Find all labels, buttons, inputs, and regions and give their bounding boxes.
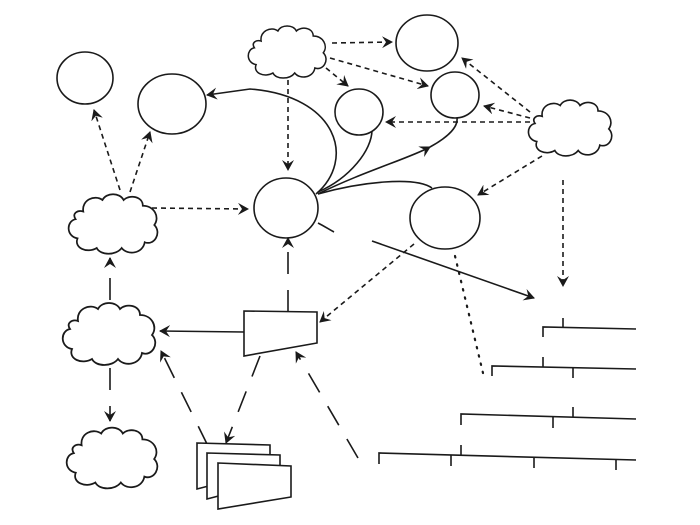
cloud-right	[527, 99, 613, 157]
circle-right-mid	[409, 186, 481, 250]
edge-page-stack-to-cloud-left-middle	[160, 350, 209, 447]
tree-2-bar	[491, 365, 637, 376]
tree-bracket-2	[491, 357, 637, 378]
tree-bracket-4	[378, 445, 637, 470]
edge-to-tree-1	[371, 240, 535, 301]
edge-cloud-left-upper-to-circle-top-left	[91, 109, 121, 191]
tree-bracket-1	[542, 318, 637, 337]
tree-3-bar	[460, 413, 637, 425]
circle-top-right	[395, 14, 459, 72]
tree-4-bar	[378, 452, 637, 464]
edge-trapezoid-to-cloud-left-middle	[159, 325, 245, 338]
edge-hub-to-circle-upper-mid-left	[206, 87, 338, 195]
edge-hub-to-circle-small-right-arrow	[317, 146, 431, 195]
circle-center-hub	[253, 177, 319, 239]
edge-hub-to-circle-right-mid	[317, 180, 433, 195]
edge-cloud-right-to-circle-top-right	[461, 57, 531, 113]
edge-hub-to-circle-small-center	[317, 129, 373, 193]
edge-trapezoid-to-page-stack	[224, 355, 261, 444]
cloud-left-bottom	[65, 426, 159, 490]
edge-small-right-tail	[429, 117, 458, 148]
edge-cloud-right-to-circle-small-right	[483, 102, 531, 119]
page-stack-sheet-3	[217, 462, 292, 510]
circle-small-right	[430, 71, 480, 119]
edge-cloud-top-to-circle-small-center	[325, 67, 349, 87]
cloud-left-upper	[67, 193, 159, 255]
edge-cloud-right-to-circle-right-mid	[477, 155, 543, 196]
edge-cloud-top-to-circle-small-right	[329, 57, 429, 90]
edge-circle-right-mid-to-trapezoid	[319, 243, 415, 323]
tree-bracket-3	[460, 407, 637, 428]
edge-tree-4-to-trapezoid	[295, 351, 359, 459]
edge-cloud-top-to-circle-top-right	[331, 36, 393, 49]
edge-circle-right-mid-to-tree-2	[453, 254, 485, 375]
edge-cloud-left-upper-to-circle-upper-mid-left	[129, 131, 153, 193]
page-stack	[196, 442, 292, 510]
circle-small-center	[334, 88, 384, 136]
edge-cloud-left-upper-to-hub	[151, 202, 249, 215]
edge-hub-tail	[317, 222, 335, 233]
circle-top-left	[56, 51, 114, 105]
cloud-top-center	[247, 25, 327, 79]
cloud-left-middle	[61, 302, 157, 366]
trapezoid-processor	[243, 310, 318, 357]
tree-1-bar	[542, 326, 637, 337]
circle-upper-mid-left	[137, 73, 207, 135]
